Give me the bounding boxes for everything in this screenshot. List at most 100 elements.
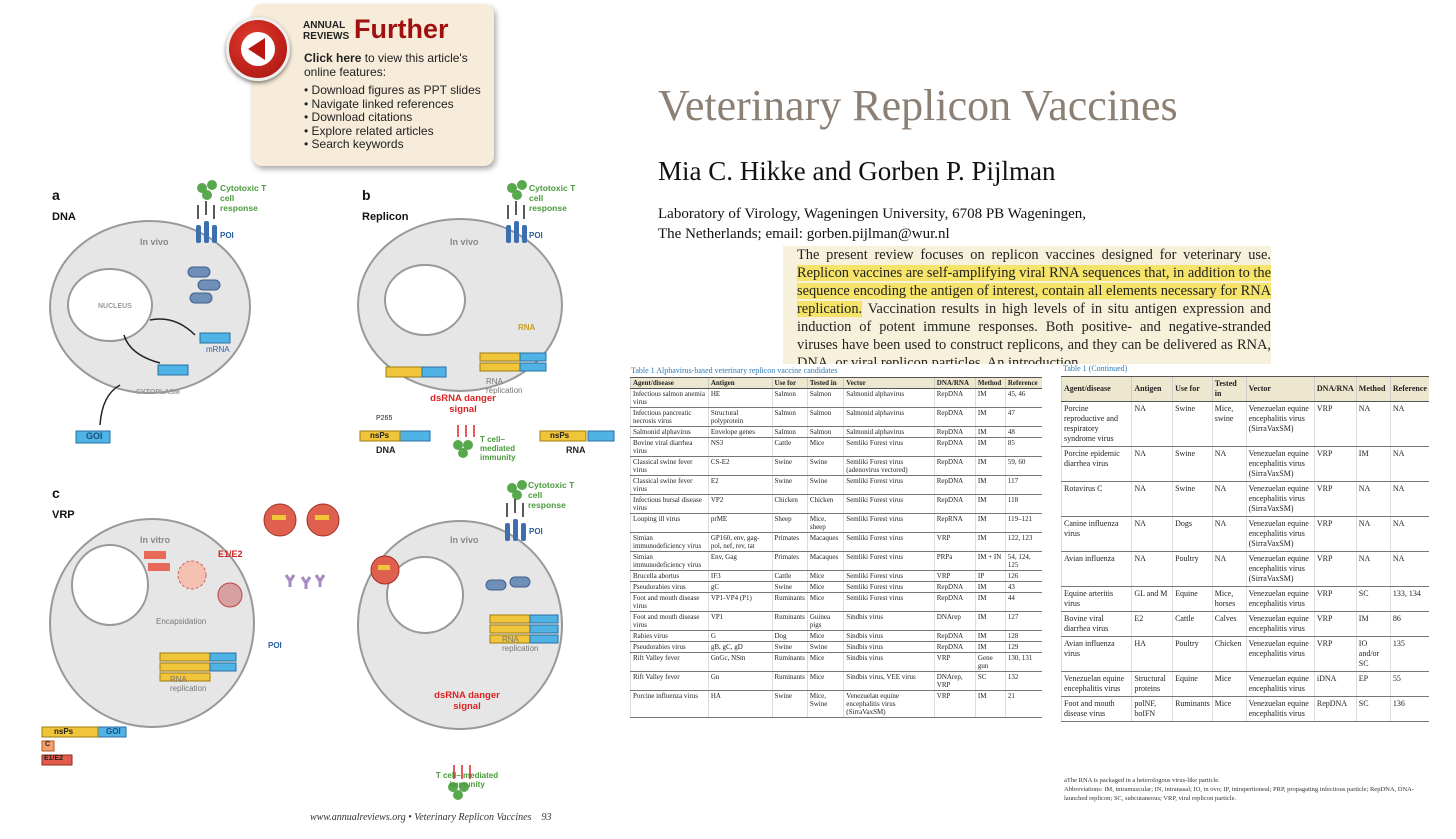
table-cell: Cattle <box>771 437 808 457</box>
table-cell: E2 <box>707 475 772 495</box>
table-cell: Porcine epidemic diarrhea virus <box>1060 446 1132 482</box>
table-cell: VRP <box>933 652 976 672</box>
table-cell: Venezuelan equine encephalitis virus (Si… <box>1245 551 1315 587</box>
table-cell: NA <box>1131 516 1173 552</box>
feature-ppt[interactable]: Download figures as PPT slides <box>304 83 481 98</box>
table-cell: Venezuelan equine encephalitis virus (Si… <box>1245 516 1315 552</box>
table-cell: IM <box>974 532 1006 552</box>
goi-label-a: GOI <box>86 431 103 441</box>
table-cell: Venezuelan equine encephalitis virus <box>1245 636 1315 672</box>
table-cell: IM <box>974 407 1006 427</box>
table-cell: VRP <box>933 690 976 718</box>
feature-keywords[interactable]: Search keywords <box>304 137 481 152</box>
table-cell: Venezuelan equine encephalitis virus <box>1245 611 1315 637</box>
table-cell: RepDNA <box>933 426 976 438</box>
table-cell: Pseudorabies virus <box>630 581 709 593</box>
feature-citations[interactable]: Download citations <box>304 110 481 125</box>
table-cell: IM <box>974 592 1006 612</box>
table-cell: Swine <box>806 641 844 653</box>
table-cell: 135 <box>1389 636 1429 672</box>
table-cell: Mice, horses <box>1211 586 1247 612</box>
table-cell: Mice <box>806 437 844 457</box>
table-cell: IO and/or SC <box>1355 636 1391 672</box>
table-cell: NA <box>1211 481 1247 517</box>
table-cell: Semliki Forest virus <box>843 551 935 571</box>
table-cell: NA <box>1355 551 1391 587</box>
cytotoxic-label-b: Cytotoxic T cell response <box>529 183 576 213</box>
table-cell: Salmon <box>771 388 808 408</box>
table-cell: VRP <box>1313 401 1357 447</box>
table-cell: VRP <box>1313 446 1357 482</box>
table-cell: Salmon <box>771 407 808 427</box>
table-cell: Foot and mouth disease virus <box>1060 696 1132 722</box>
click-here-link[interactable]: Click here <box>304 51 362 65</box>
in-vivo-a: In vivo <box>140 237 169 247</box>
table-cell: 59, 60 <box>1004 456 1042 476</box>
feature-references[interactable]: Navigate linked references <box>304 97 481 112</box>
table-cell: Ruminants <box>771 671 808 691</box>
table-footnotes: aThe RNA is packaged in a heterologous v… <box>1064 777 1415 802</box>
in-vivo-b: In vivo <box>450 237 479 247</box>
table-cell: Mice, sheep <box>806 513 844 533</box>
table1-caption: Table 1 Alphavirus-based veterinary repl… <box>631 366 838 375</box>
table-cell: IM <box>1355 611 1391 637</box>
e1e2-gene-label: E1/E2 <box>44 755 64 762</box>
table-cell: 133, 134 <box>1389 586 1429 612</box>
table-cell: Foot and mouth disease virus <box>630 592 709 612</box>
table-cell: Venezuelan equine encephalitis virus <box>1245 671 1315 697</box>
table-cell: Primates <box>771 532 808 552</box>
table-cell: Gene gun <box>974 652 1006 672</box>
table-cell: Salmonid alphavirus <box>630 426 709 438</box>
p265-label-b: P265 <box>376 415 393 422</box>
table-cell: Ruminants <box>1172 696 1213 722</box>
table-cell: Swine <box>1172 481 1213 517</box>
panel-a-letter: a <box>52 187 60 203</box>
nsps-label-b: nsPs <box>370 431 390 440</box>
in-vitro: In vitro <box>140 535 171 545</box>
table-cell: HA <box>707 690 772 718</box>
table-cell: VRP <box>1313 516 1357 552</box>
table-cell: Env, Gag <box>707 551 772 571</box>
rna-replication-b: RNA replication <box>486 377 523 395</box>
rna-replication-c2: RNA replication <box>502 635 539 653</box>
table-cell: Foot and mouth disease virus <box>630 611 709 631</box>
dna-label-b: DNA <box>376 445 396 455</box>
table-cell: SC <box>1355 586 1391 612</box>
table-cell: VRP <box>1313 611 1357 637</box>
table-cell: 54, 124, 125 <box>1004 551 1042 571</box>
rna-label-b2: RNA <box>566 445 586 455</box>
e1e2-label: E1/E2 <box>218 549 243 559</box>
table-cell: Swine <box>771 690 808 718</box>
feature-related[interactable]: Explore related articles <box>304 124 481 139</box>
table-cell: VRP <box>933 532 976 552</box>
table-cell: IM <box>974 388 1006 408</box>
further-title: Further <box>354 14 449 44</box>
table-cell: IM <box>974 611 1006 631</box>
table-cell: VRP <box>1313 481 1357 517</box>
table-cell: Infectious salmon anemia virus <box>630 388 709 408</box>
table-cell: Avian influenza virus <box>1060 636 1132 672</box>
table-cell: Venezuelan equine encephalitis virus (Si… <box>1245 401 1315 447</box>
table-cell: Swine <box>771 641 808 653</box>
table-cell: IM <box>974 437 1006 457</box>
table-cell: Chicken <box>1211 636 1247 672</box>
table-cell: EP <box>1355 671 1391 697</box>
play-icon[interactable] <box>226 17 290 81</box>
cytotoxic-label-a: Cytotoxic T cell response <box>220 183 267 213</box>
table-cell: NA <box>1389 516 1429 552</box>
table-cell: Sindbis virus <box>843 641 935 653</box>
table-cell: 126 <box>1004 570 1042 582</box>
poi-label-c: POI <box>529 527 543 536</box>
goi-label-c: GOI <box>106 727 121 736</box>
table-cell: NA <box>1355 401 1391 447</box>
table-cell: RepDNA <box>933 388 976 408</box>
panel-c-name: VRP <box>52 509 75 521</box>
table-cell: Simian immunodeficiency virus <box>630 551 709 571</box>
table-cell: SC <box>1355 696 1391 722</box>
